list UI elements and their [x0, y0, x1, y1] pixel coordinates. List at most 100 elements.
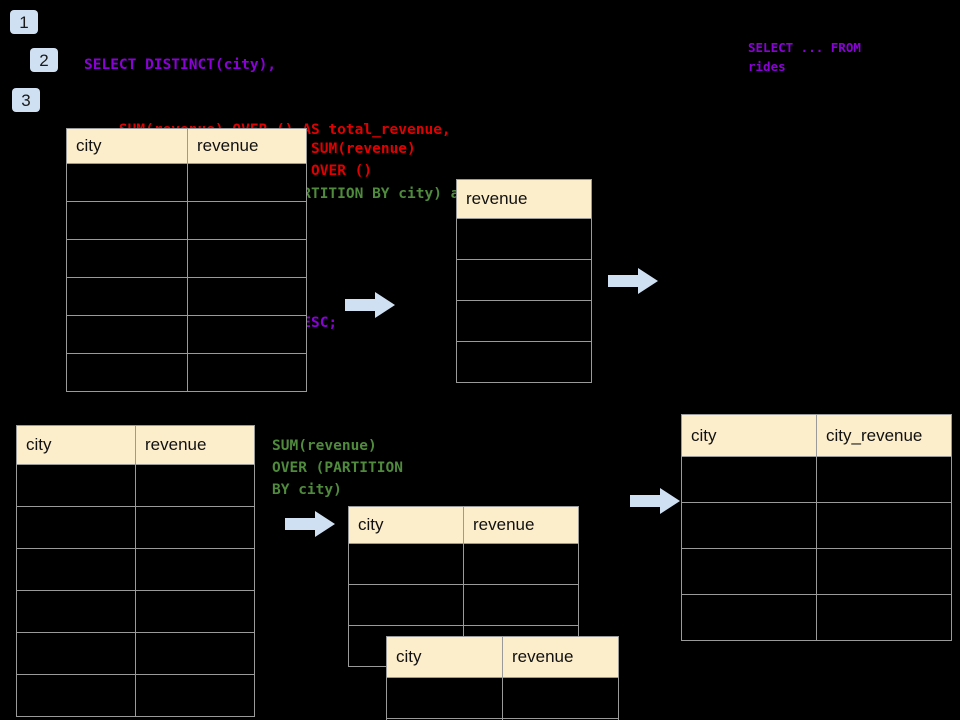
step-badge-3-label: 3 [21, 90, 31, 110]
result-table: city city_revenue [681, 414, 952, 641]
cell-revenue [463, 543, 579, 585]
cell-city [16, 590, 136, 633]
table-row [16, 632, 255, 675]
cell-city-revenue [816, 456, 952, 503]
source-table-top: city revenue [66, 128, 307, 392]
cell-city [16, 506, 136, 549]
cell-revenue [187, 315, 307, 354]
step-badge-1: 1 [10, 10, 38, 34]
column-header-revenue: revenue [135, 425, 255, 465]
cell-revenue [456, 341, 592, 383]
table-row [16, 548, 255, 591]
cell-revenue [463, 584, 579, 626]
step-badge-2-label: 2 [39, 50, 49, 70]
cell-city-revenue [816, 594, 952, 641]
cell-revenue [456, 300, 592, 342]
column-header-city: city [386, 636, 503, 678]
table-header-row: city revenue [386, 636, 619, 678]
table-header-row: city revenue [16, 425, 255, 465]
table-row [16, 590, 255, 633]
table-row [681, 456, 952, 503]
cell-city [348, 584, 464, 626]
column-header-revenue: revenue [502, 636, 619, 678]
cell-city [681, 548, 817, 595]
cell-revenue [135, 506, 255, 549]
table-header-row: city revenue [348, 506, 579, 544]
table-header-row: city revenue [66, 128, 307, 164]
step-badge-3: 3 [12, 88, 40, 112]
cell-revenue [502, 677, 619, 719]
arrow-partition-to-result-icon [630, 488, 680, 514]
partition-table-front: city revenue [386, 636, 619, 720]
arrow-source-to-partition-icon [285, 511, 335, 537]
table-header-row: city city_revenue [681, 414, 952, 457]
table-row [456, 259, 592, 301]
cell-city [66, 201, 188, 240]
table-row [348, 584, 579, 626]
table-row [681, 548, 952, 595]
table-row [66, 163, 307, 202]
cell-city-revenue [816, 502, 952, 549]
arrow-source-to-total-icon [345, 292, 395, 318]
cell-city [681, 594, 817, 641]
table-row [66, 239, 307, 278]
table-row [66, 353, 307, 392]
table-row [456, 218, 592, 260]
cell-revenue [135, 548, 255, 591]
annotation-sum-over-empty: SUM(revenue) OVER () [311, 141, 416, 179]
table-row [456, 341, 592, 383]
cell-revenue [187, 239, 307, 278]
select-from-rides-note: SELECT ... FROM rides [748, 40, 861, 74]
cell-revenue [502, 718, 619, 720]
cell-revenue [135, 674, 255, 717]
table-row [16, 506, 255, 549]
cell-city [16, 464, 136, 507]
cell-revenue [187, 277, 307, 316]
cell-revenue [135, 632, 255, 675]
cell-revenue [187, 163, 307, 202]
table-row [681, 594, 952, 641]
table-row [386, 718, 619, 720]
cell-city [681, 456, 817, 503]
cell-revenue [456, 259, 592, 301]
table-row [16, 674, 255, 717]
column-header-city: city [348, 506, 464, 544]
table-row [66, 315, 307, 354]
cell-city [66, 239, 188, 278]
cell-revenue [135, 590, 255, 633]
table-row [456, 300, 592, 342]
arrow-total-to-result-icon [608, 268, 658, 294]
cell-city [16, 548, 136, 591]
table-header-row: revenue [456, 179, 592, 219]
column-header-city: city [66, 128, 188, 164]
partition-table-back: city revenue [348, 506, 579, 667]
cell-city [66, 315, 188, 354]
source-table-bottom: city revenue [16, 425, 255, 717]
total-revenue-table: revenue [456, 179, 592, 383]
cell-city [348, 543, 464, 585]
column-header-revenue: revenue [187, 128, 307, 164]
sql-line-select: SELECT DISTINCT(city), [84, 57, 277, 73]
table-row [66, 201, 307, 240]
cell-city [681, 502, 817, 549]
cell-city [386, 677, 503, 719]
cell-city [66, 163, 188, 202]
table-row [348, 543, 579, 585]
column-header-city: city [681, 414, 817, 457]
column-header-revenue: revenue [456, 179, 592, 219]
cell-city [16, 674, 136, 717]
cell-revenue [187, 353, 307, 392]
cell-revenue [187, 201, 307, 240]
cell-revenue [135, 464, 255, 507]
step-badge-1-label: 1 [19, 12, 29, 32]
step-badge-2: 2 [30, 48, 58, 72]
table-row [66, 277, 307, 316]
cell-city-revenue [816, 548, 952, 595]
column-header-revenue: revenue [463, 506, 579, 544]
table-row [681, 502, 952, 549]
column-header-city: city [16, 425, 136, 465]
table-row [386, 677, 619, 719]
table-row [16, 464, 255, 507]
cell-city [66, 277, 188, 316]
annotation-sum-over-partition: SUM(revenue) OVER (PARTITION BY city) [272, 438, 403, 498]
